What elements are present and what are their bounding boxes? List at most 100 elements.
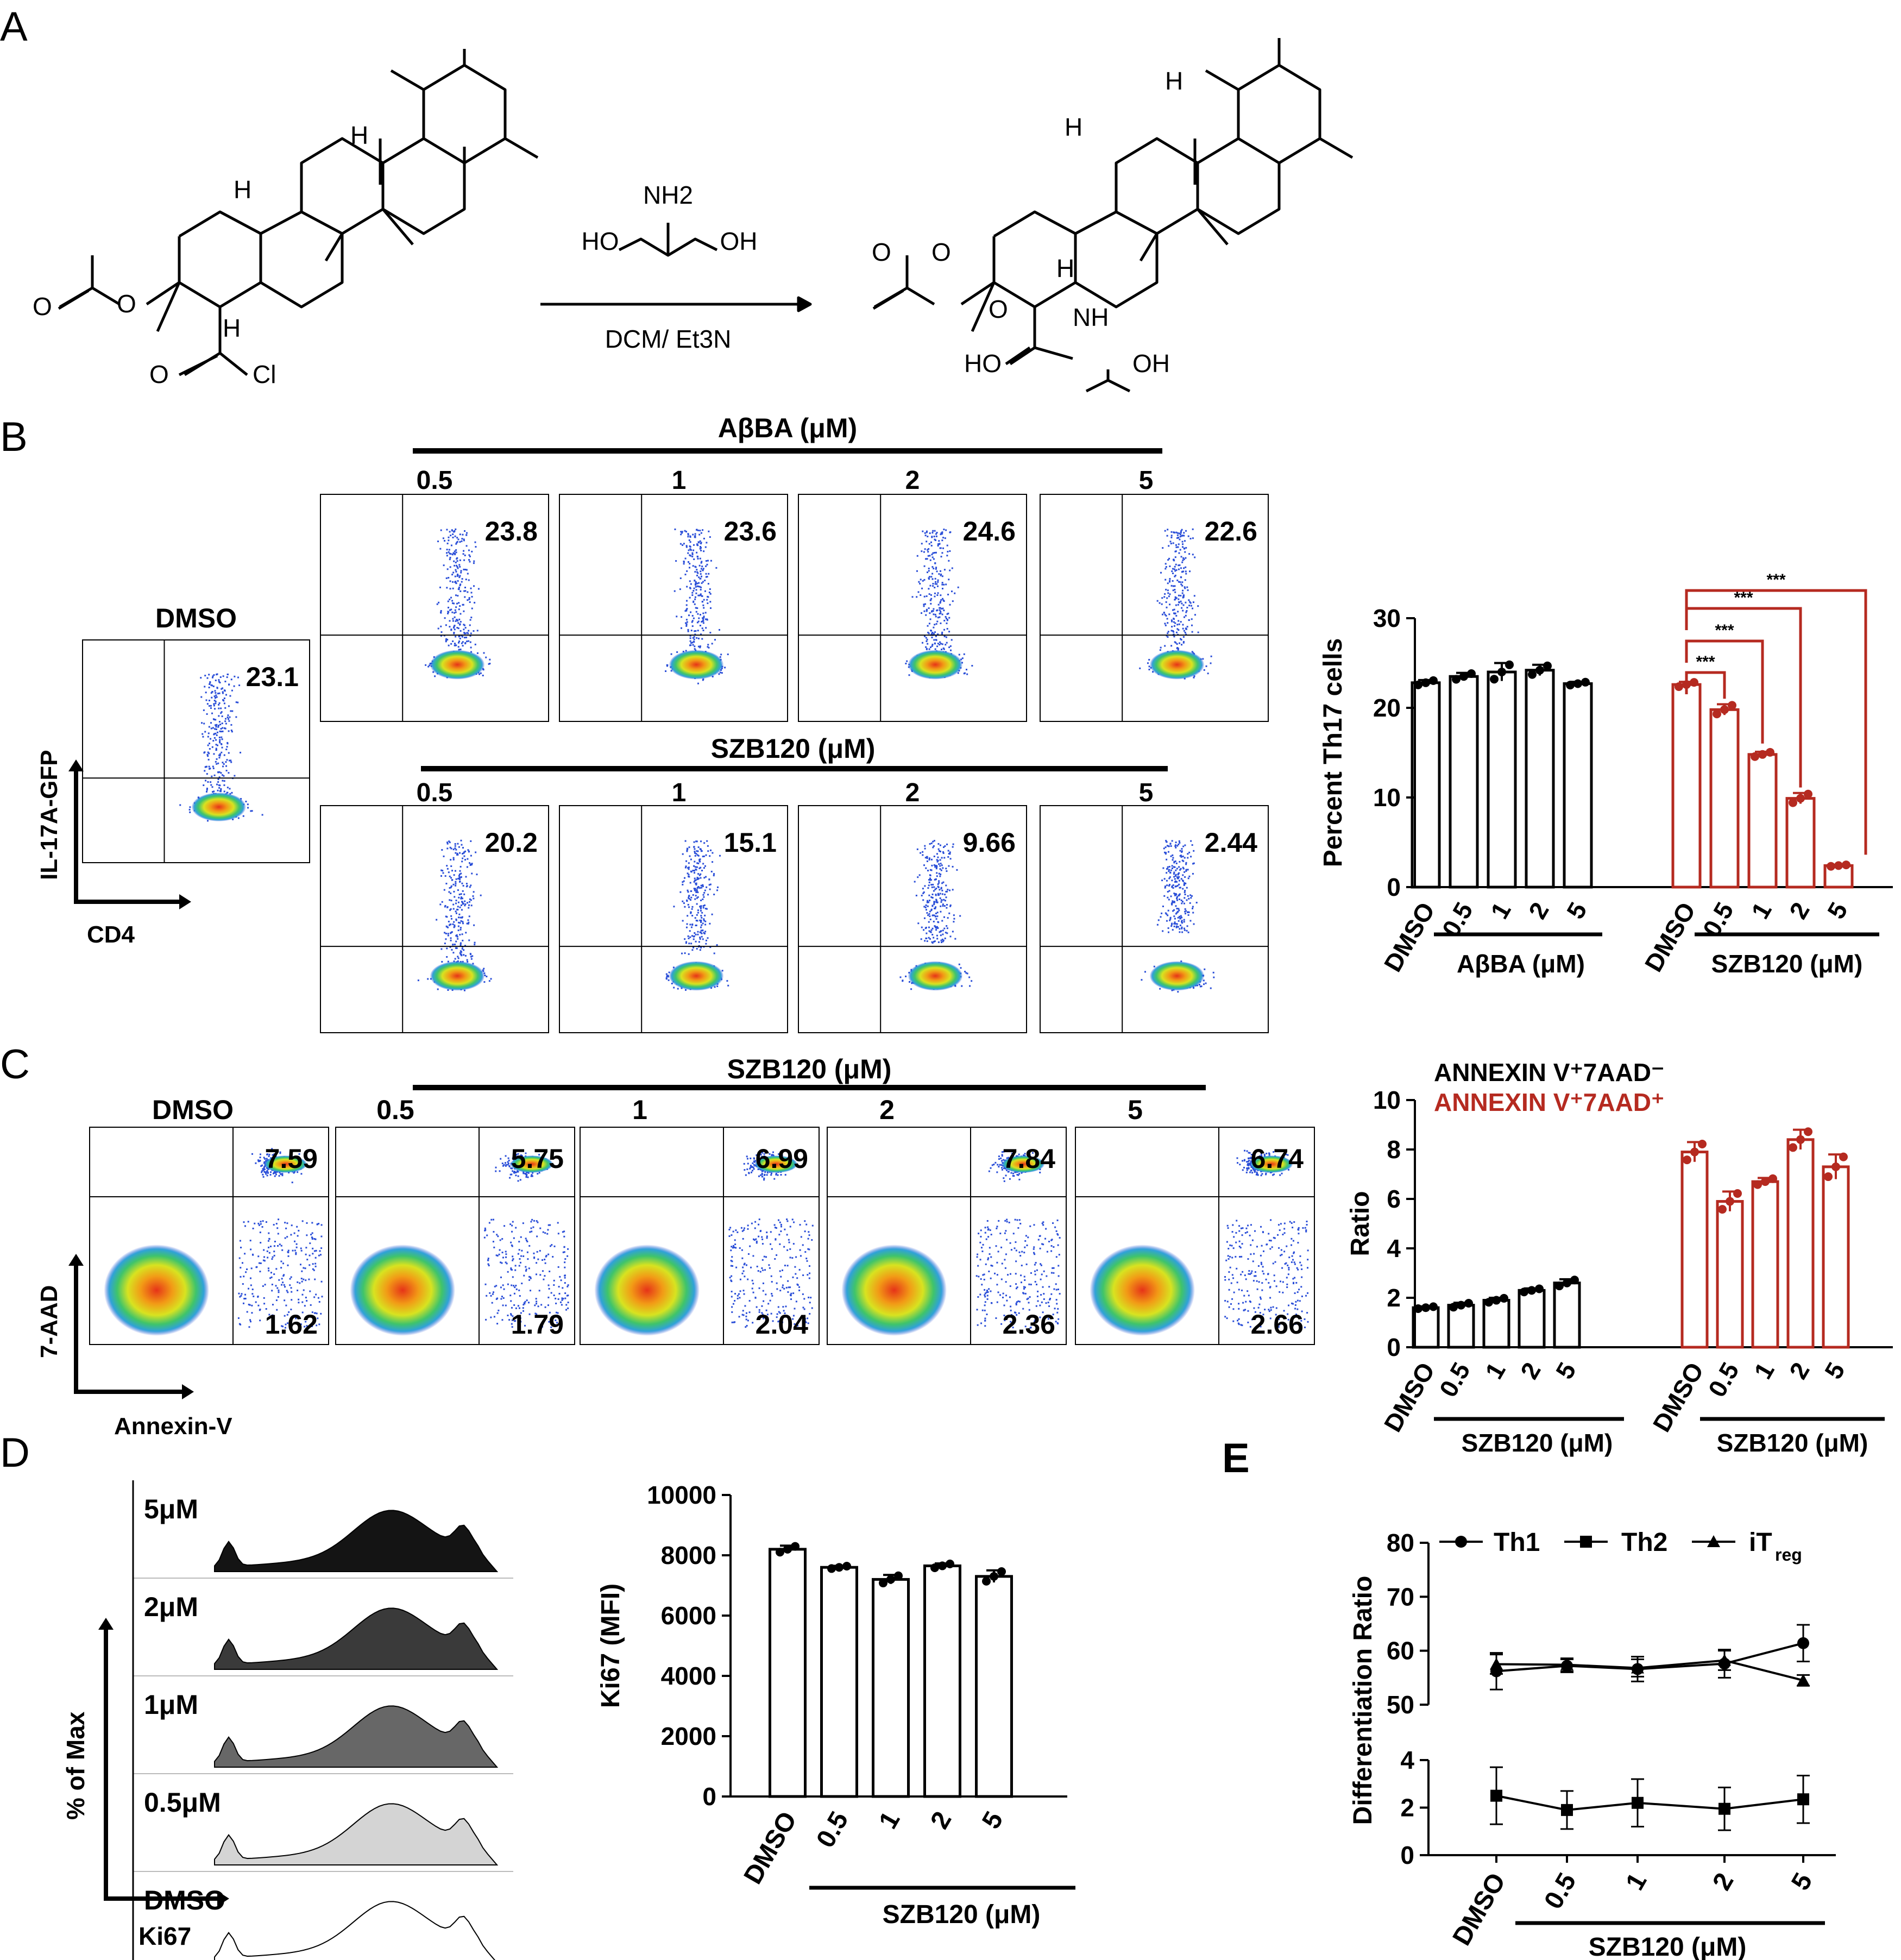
flow-dot xyxy=(717,886,719,888)
flow-dot xyxy=(700,594,702,596)
flow-dot xyxy=(682,544,684,546)
flow-dot xyxy=(456,853,458,856)
flow-dot xyxy=(463,893,465,895)
flow-dot xyxy=(708,884,710,886)
flow-dot xyxy=(224,727,226,729)
flow-dot xyxy=(456,566,458,568)
dot xyxy=(495,1285,498,1287)
flow-dot xyxy=(451,574,454,576)
flow-dot xyxy=(709,946,712,948)
dot xyxy=(510,1167,512,1170)
flow-dot xyxy=(457,957,459,959)
flow-dot xyxy=(464,554,466,556)
dot xyxy=(291,1182,293,1184)
dot xyxy=(266,1158,268,1160)
flow-dot xyxy=(458,602,460,604)
dot xyxy=(508,1165,511,1167)
flow-dot xyxy=(1160,916,1162,918)
flow-dot xyxy=(714,639,716,641)
flow-dot xyxy=(456,542,458,544)
flow-dot xyxy=(682,883,684,885)
flow-dot xyxy=(1174,591,1176,593)
dot xyxy=(261,1170,263,1172)
dot xyxy=(301,1270,303,1272)
flow-dot xyxy=(250,810,252,812)
flow-dot xyxy=(1180,960,1182,963)
flow-dot xyxy=(689,924,691,926)
flow-dot xyxy=(208,765,210,768)
flow-dot xyxy=(456,934,458,936)
flow-dot xyxy=(245,800,247,802)
flow-dot xyxy=(222,687,224,689)
dot xyxy=(536,1220,538,1222)
flow-dot xyxy=(934,592,936,594)
flow-dot xyxy=(229,759,231,762)
flow-dot xyxy=(1184,540,1186,542)
flow-dot xyxy=(1174,575,1176,577)
flow-dot xyxy=(215,724,217,726)
dot xyxy=(531,1218,533,1221)
dot xyxy=(287,1322,289,1324)
dot xyxy=(525,1268,527,1271)
flow-dot xyxy=(1179,915,1181,918)
dot xyxy=(274,1172,276,1174)
dot xyxy=(281,1173,284,1176)
flow-dot xyxy=(943,899,945,901)
flow-dot xyxy=(459,944,462,946)
flow-dot xyxy=(703,918,705,920)
flow-dot xyxy=(702,622,704,624)
flow-dot xyxy=(926,595,928,597)
flow-dot xyxy=(1175,604,1177,606)
flow-dot xyxy=(700,570,702,573)
flow-dot xyxy=(924,635,926,637)
flow-dot xyxy=(684,906,686,908)
flow-dot xyxy=(960,967,962,969)
dot xyxy=(511,1306,513,1309)
flow-dot xyxy=(462,903,464,905)
dot xyxy=(275,1155,277,1157)
flow-dot xyxy=(445,933,447,935)
flow-dot xyxy=(932,840,934,843)
flow-dot xyxy=(1172,929,1174,931)
flow-dot xyxy=(1181,922,1184,924)
flow-dot xyxy=(228,718,230,720)
flow-dot xyxy=(452,923,454,925)
flow-dot xyxy=(450,608,452,611)
flow-dot xyxy=(218,703,220,706)
dot xyxy=(276,1309,278,1311)
flow-dot xyxy=(1175,544,1177,546)
flow-dot xyxy=(1147,662,1149,664)
flow-dot xyxy=(1180,532,1182,534)
dot xyxy=(270,1272,272,1274)
dot xyxy=(292,1249,294,1252)
flow-dot xyxy=(697,873,700,875)
flow-dot xyxy=(1168,899,1170,901)
flow-dot xyxy=(229,788,231,790)
flow-dot xyxy=(905,662,907,664)
flow-dot xyxy=(219,784,221,787)
flow-dot xyxy=(692,637,694,639)
flow-dot xyxy=(1166,597,1168,599)
flow-dot xyxy=(695,920,697,922)
flow-dot xyxy=(1169,876,1171,878)
dot xyxy=(266,1171,268,1173)
flow-dot xyxy=(454,550,456,552)
flow-dot xyxy=(944,937,946,939)
flow-dot xyxy=(695,895,697,897)
flow-dot xyxy=(706,619,708,621)
flow-dot xyxy=(465,532,468,534)
flow-dot xyxy=(940,611,942,613)
flow-dot xyxy=(683,561,685,563)
flow-dot xyxy=(449,558,451,561)
dot xyxy=(275,1173,277,1176)
flow-dot xyxy=(221,751,223,753)
flow-dot xyxy=(680,531,682,533)
flow-dot xyxy=(944,900,946,902)
flow-dot xyxy=(1166,868,1168,870)
flow-dot xyxy=(1170,855,1172,857)
flow-dot xyxy=(467,849,469,851)
flow-dot xyxy=(1166,913,1168,915)
flow-dot xyxy=(1176,579,1179,581)
flow-dot xyxy=(702,884,704,886)
flow-dot xyxy=(1176,643,1178,645)
